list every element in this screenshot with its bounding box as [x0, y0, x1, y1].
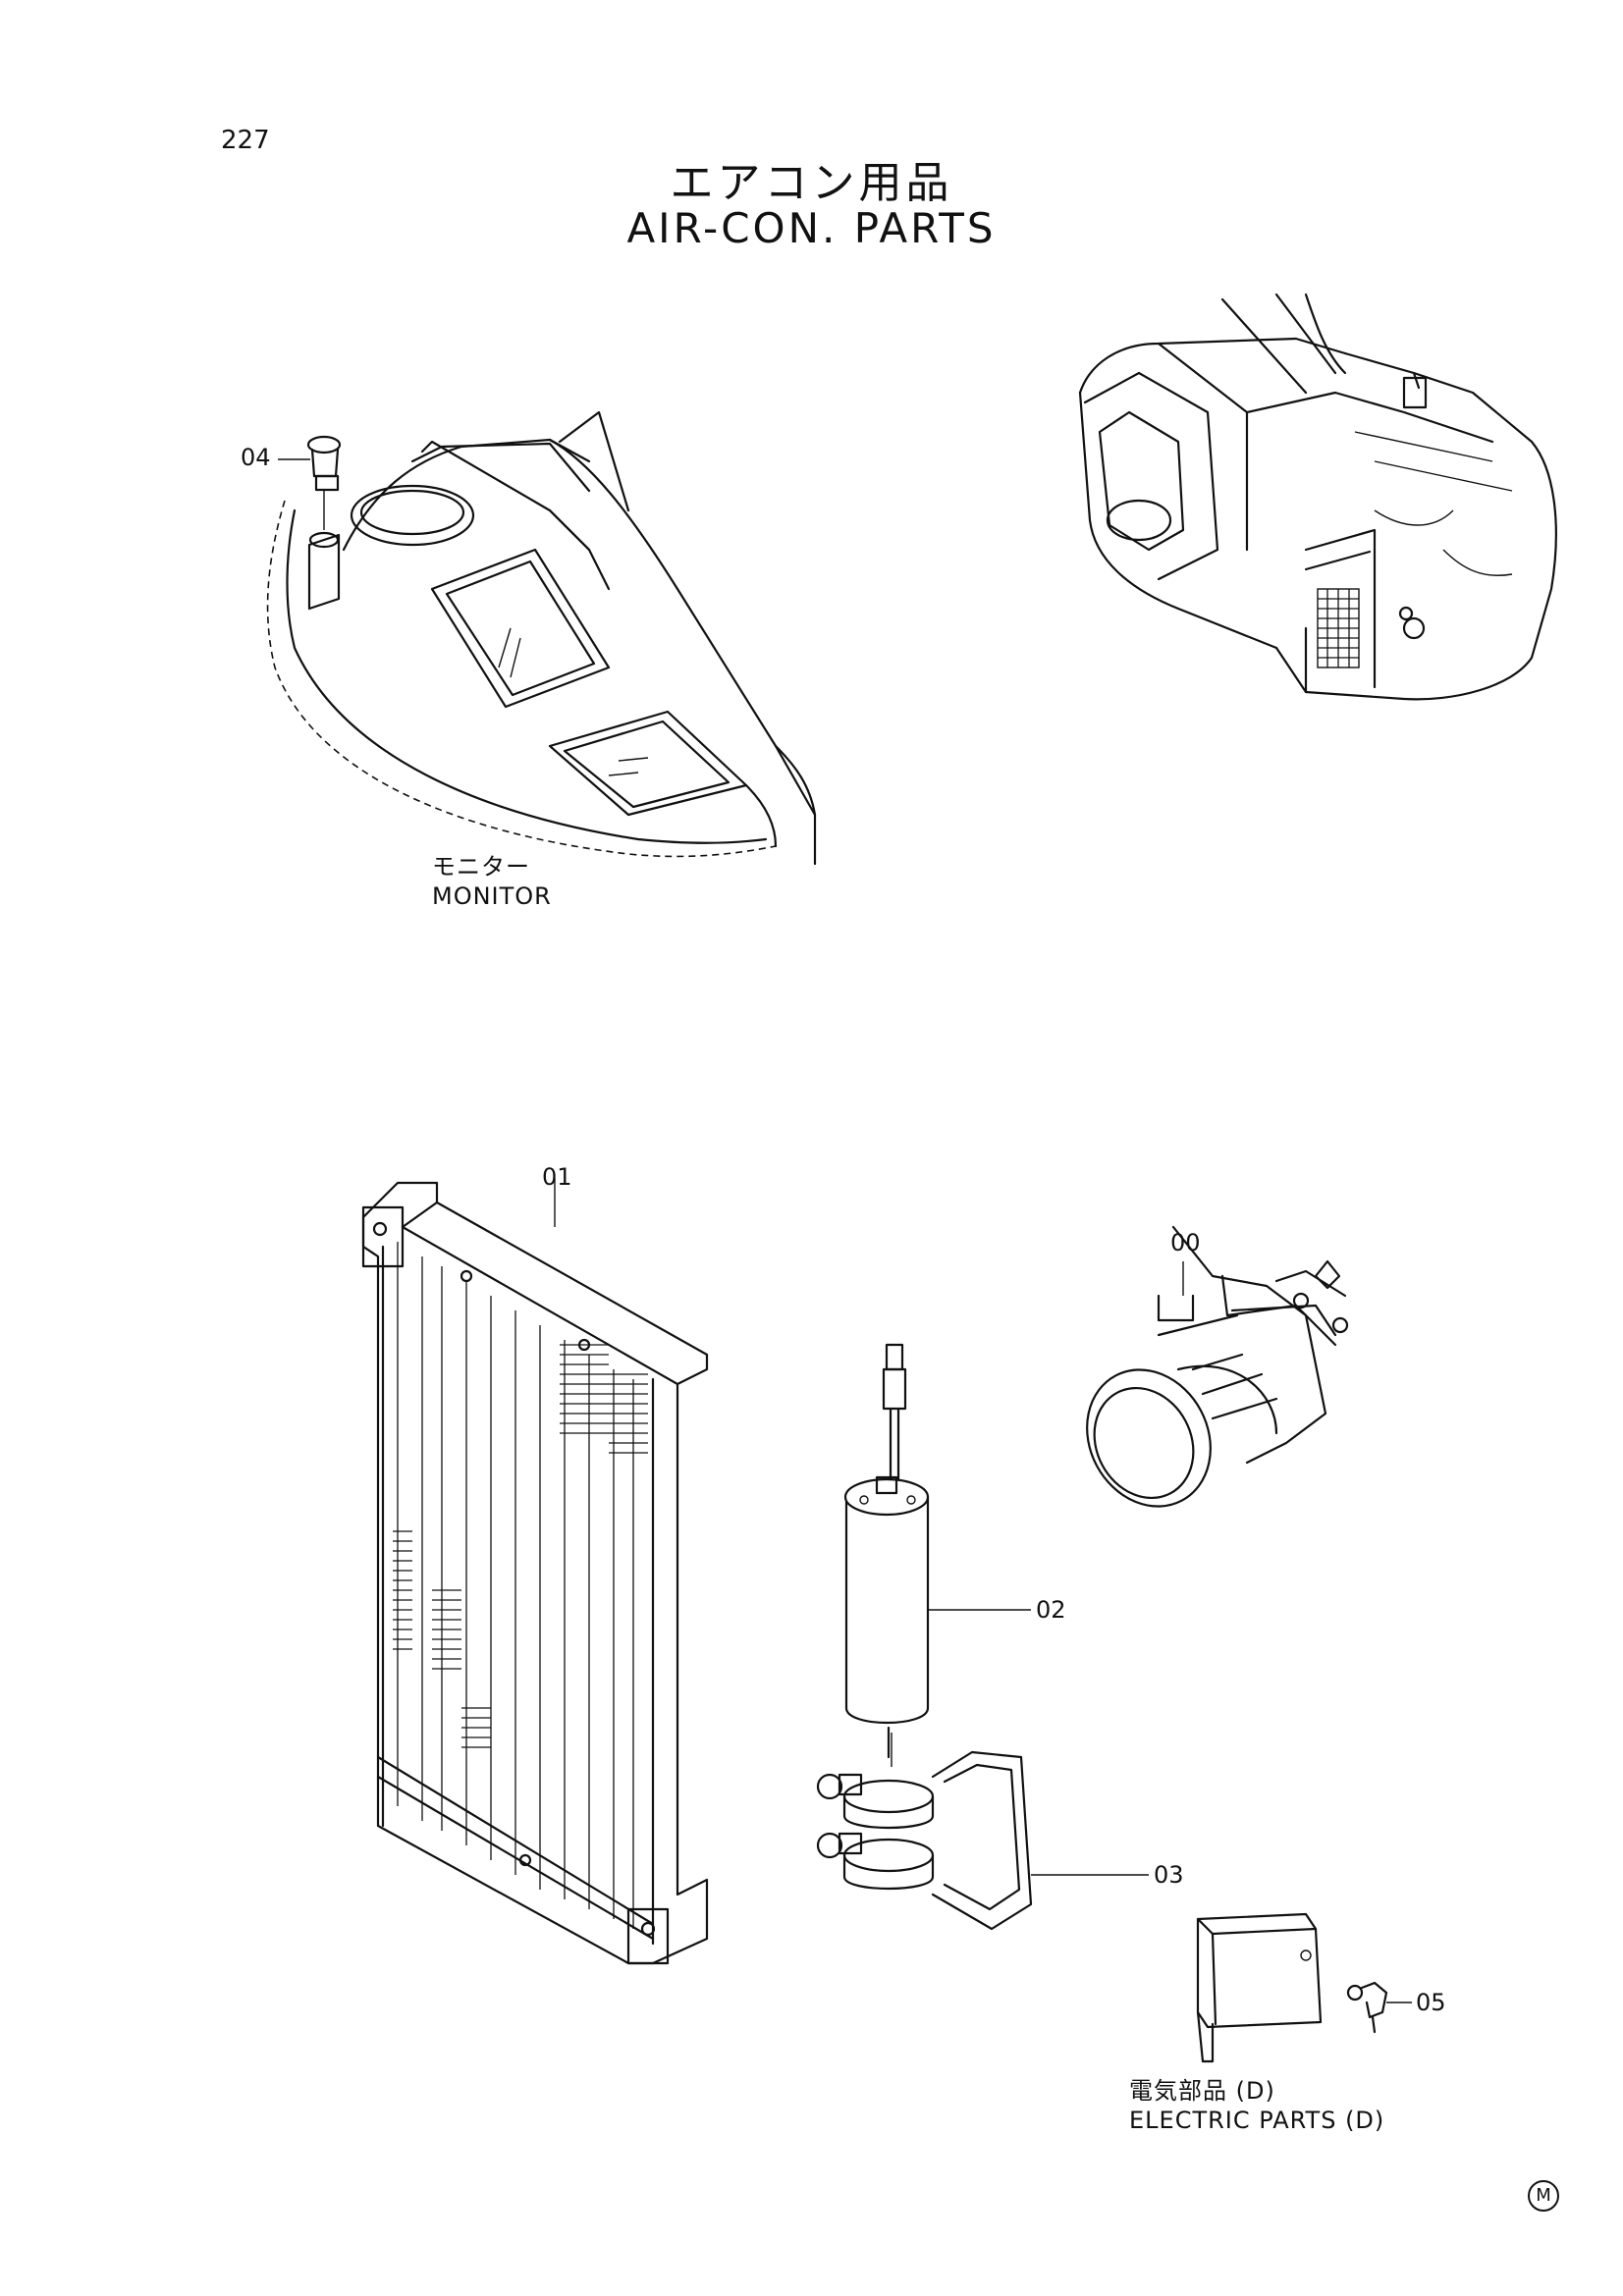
circled-m-mark: M	[1528, 2180, 1559, 2212]
electric-parts-caption: 電気部品 (D) ELECTRIC PARTS (D)	[1129, 2076, 1384, 2135]
callout-00: 00	[1170, 1229, 1201, 1256]
monitor-caption: モニター MONITOR	[432, 852, 552, 911]
page-title-english: AIR-CON. PARTS	[626, 204, 997, 252]
excavator-overview-drawing	[1078, 293, 1557, 701]
callout-01: 01	[542, 1163, 572, 1191]
monitor-caption-en: MONITOR	[432, 882, 552, 910]
receiver-drier-drawing	[843, 1343, 1031, 1767]
callout-03: 03	[1154, 1861, 1184, 1889]
condenser-drawing	[361, 1178, 709, 1965]
callout-05: 05	[1416, 1989, 1446, 2016]
callout-02: 02	[1036, 1596, 1066, 1624]
electric-parts-caption-en: ELECTRIC PARTS (D)	[1129, 2107, 1385, 2134]
monitor-caption-jp: モニター	[432, 853, 530, 881]
callout-04: 04	[241, 444, 271, 471]
drier-bracket-drawing	[816, 1726, 1149, 1931]
electric-panel-drawing	[1196, 1912, 1412, 2063]
monitor-panel-drawing	[266, 410, 817, 866]
compressor-drawing	[1086, 1225, 1349, 1508]
electric-parts-caption-jp: 電気部品 (D)	[1129, 2077, 1275, 2105]
page-title-japanese: エアコン用品	[670, 158, 953, 208]
page-number: 227	[221, 126, 270, 155]
